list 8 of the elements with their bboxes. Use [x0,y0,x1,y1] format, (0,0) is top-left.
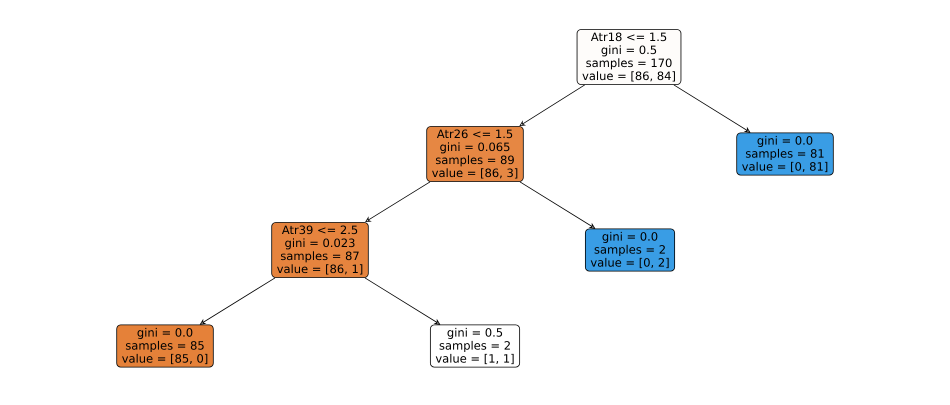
tree-node-box: Atr39 <= 2.5 gini = 0.023 samples = 87 value = [86, 1] [271,222,369,278]
tree-node-box: Atr18 <= 1.5 gini = 0.5 samples = 170 value = [86, 84] [576,29,682,85]
tree-node-box: gini = 0.0 samples = 85 value = [85, 0] [116,324,214,368]
arrow [674,84,750,132]
tree-node-box: gini = 0.0 samples = 81 value = [0, 81] [736,132,834,176]
tree-node-box: gini = 0.0 samples = 2 value = [0, 2] [584,228,676,272]
tree-node-box: gini = 0.5 samples = 2 value = [1, 1] [430,324,520,368]
tree-node-box: Atr26 <= 1.5 gini = 0.065 samples = 89 value = [86, 3] [426,126,524,182]
